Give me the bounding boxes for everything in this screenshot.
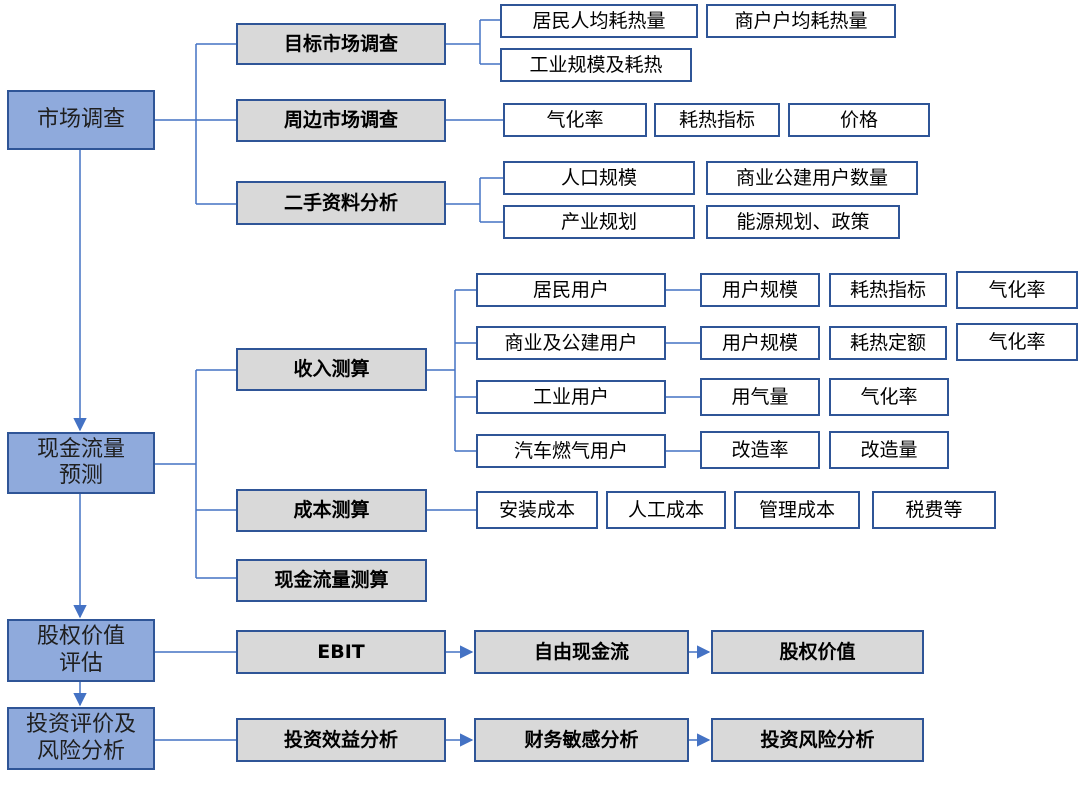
node-surrounding-market: 周边市场调查 xyxy=(236,99,446,142)
leaf-commercial-users: 商业公建用户数量 xyxy=(706,161,918,195)
leaf-commercial-scale: 用户规模 xyxy=(700,326,820,360)
node-cashflow-calc: 现金流量测算 xyxy=(236,559,427,602)
node-commercial-users: 商业及公建用户 xyxy=(476,326,666,360)
leaf-label: 税费等 xyxy=(905,498,963,521)
leaf-label: 用户规模 xyxy=(721,278,798,301)
leaf-population-scale: 人口规模 xyxy=(503,161,695,195)
leaf-label: 人工成本 xyxy=(627,498,704,521)
leaf-commercial-gasification: 气化率 xyxy=(956,323,1078,361)
node-label: EBIT xyxy=(317,640,365,663)
node-label: 财务敏感分析 xyxy=(524,728,639,751)
leaf-merchant-heat: 商户户均耗热量 xyxy=(706,4,896,38)
node-label: 二手资料分析 xyxy=(283,191,398,214)
leaf-price: 价格 xyxy=(788,103,930,137)
node-income-calc: 收入测算 xyxy=(236,348,427,391)
leaf-label: 管理成本 xyxy=(758,498,835,521)
leaf-label: 气化率 xyxy=(988,330,1046,353)
node-cost-calc: 成本测算 xyxy=(236,489,427,532)
leaf-industry-plan: 产业规划 xyxy=(503,205,695,239)
node-label: 周边市场调查 xyxy=(283,109,398,132)
leaf-install-cost: 安装成本 xyxy=(476,491,598,529)
node-free-cashflow: 自由现金流 xyxy=(474,630,689,674)
node-secondary-data: 二手资料分析 xyxy=(236,181,446,225)
leaf-label: 人口规模 xyxy=(560,166,637,189)
node-target-market: 目标市场调查 xyxy=(236,23,446,65)
leaf-label: 气化率 xyxy=(988,278,1046,301)
leaf-label: 工业规模及耗热 xyxy=(529,53,663,76)
leaf-retrofit-volume: 改造量 xyxy=(829,431,949,469)
leaf-label: 价格 xyxy=(839,108,878,131)
leaf-management-cost: 管理成本 xyxy=(734,491,860,529)
node-industrial-users: 工业用户 xyxy=(476,380,666,414)
node-label: 收入测算 xyxy=(293,358,370,381)
node-equity-valuation: 股权价值评估 xyxy=(7,619,155,682)
node-investment-risk-analysis: 投资风险分析 xyxy=(711,718,924,762)
leaf-label: 气化率 xyxy=(546,108,604,131)
node-label: 目标市场调查 xyxy=(283,32,398,55)
leaf-residential-scale: 用户规模 xyxy=(700,273,820,307)
node-ebit: EBIT xyxy=(236,630,446,674)
leaf-label: 气化率 xyxy=(860,385,918,408)
leaf-label: 改造量 xyxy=(860,438,918,461)
node-label: 股权价值评估 xyxy=(36,624,125,676)
leaf-industry-scale: 工业规模及耗热 xyxy=(500,48,692,82)
leaf-label: 安装成本 xyxy=(498,498,575,521)
leaf-label: 耗热指标 xyxy=(678,108,755,131)
leaf-label: 能源规划、政策 xyxy=(736,210,870,233)
leaf-energy-policy: 能源规划、政策 xyxy=(706,205,900,239)
leaf-commercial-heat-quota: 耗热定额 xyxy=(829,326,947,360)
node-residential-users: 居民用户 xyxy=(476,273,666,307)
leaf-label: 耗热定额 xyxy=(849,331,926,354)
leaf-residential-gasification: 气化率 xyxy=(956,271,1078,309)
node-vehicle-gas-users: 汽车燃气用户 xyxy=(476,434,666,468)
node-financial-sensitivity: 财务敏感分析 xyxy=(474,718,689,762)
leaf-label: 耗热指标 xyxy=(849,278,926,301)
leaf-label: 商户户均耗热量 xyxy=(734,9,868,32)
leaf-label: 产业规划 xyxy=(560,210,637,233)
leaf-gasification-rate: 气化率 xyxy=(503,103,647,137)
node-market-survey: 市场调查 xyxy=(7,90,155,150)
leaf-label: 用户规模 xyxy=(721,331,798,354)
leaf-labor-cost: 人工成本 xyxy=(606,491,726,529)
node-investment-benefit: 投资效益分析 xyxy=(236,718,446,762)
leaf-retrofit-rate: 改造率 xyxy=(700,431,820,469)
leaf-label: 商业及公建用户 xyxy=(504,331,638,354)
node-cashflow-forecast: 现金流量预测 xyxy=(7,432,155,494)
node-equity-value: 股权价值 xyxy=(711,630,924,674)
leaf-resident-heat: 居民人均耗热量 xyxy=(500,4,698,38)
leaf-label: 居民人均耗热量 xyxy=(532,9,666,32)
node-label: 投资风险分析 xyxy=(760,728,875,751)
leaf-industrial-gasification: 气化率 xyxy=(829,378,949,416)
node-label: 成本测算 xyxy=(293,499,370,522)
leaf-label: 居民用户 xyxy=(532,278,609,301)
node-label: 现金流量预测 xyxy=(36,436,125,488)
leaf-label: 汽车燃气用户 xyxy=(513,439,628,462)
node-label: 现金流量测算 xyxy=(274,569,389,592)
node-label: 市场调查 xyxy=(36,106,125,132)
node-label: 自由现金流 xyxy=(533,640,629,663)
leaf-taxes: 税费等 xyxy=(872,491,996,529)
node-investment-risk: 投资评价及风险分析 xyxy=(7,707,155,770)
leaf-gas-volume: 用气量 xyxy=(700,378,820,416)
leaf-label: 改造率 xyxy=(731,438,789,461)
leaf-label: 商业公建用户数量 xyxy=(735,166,888,189)
leaf-residential-heat-index: 耗热指标 xyxy=(829,273,947,307)
node-label: 投资效益分析 xyxy=(283,728,398,751)
leaf-label: 工业用户 xyxy=(532,385,609,408)
node-label: 股权价值 xyxy=(779,640,856,663)
node-label: 投资评价及风险分析 xyxy=(25,712,136,764)
leaf-heat-index: 耗热指标 xyxy=(654,103,780,137)
leaf-label: 用气量 xyxy=(731,385,789,408)
